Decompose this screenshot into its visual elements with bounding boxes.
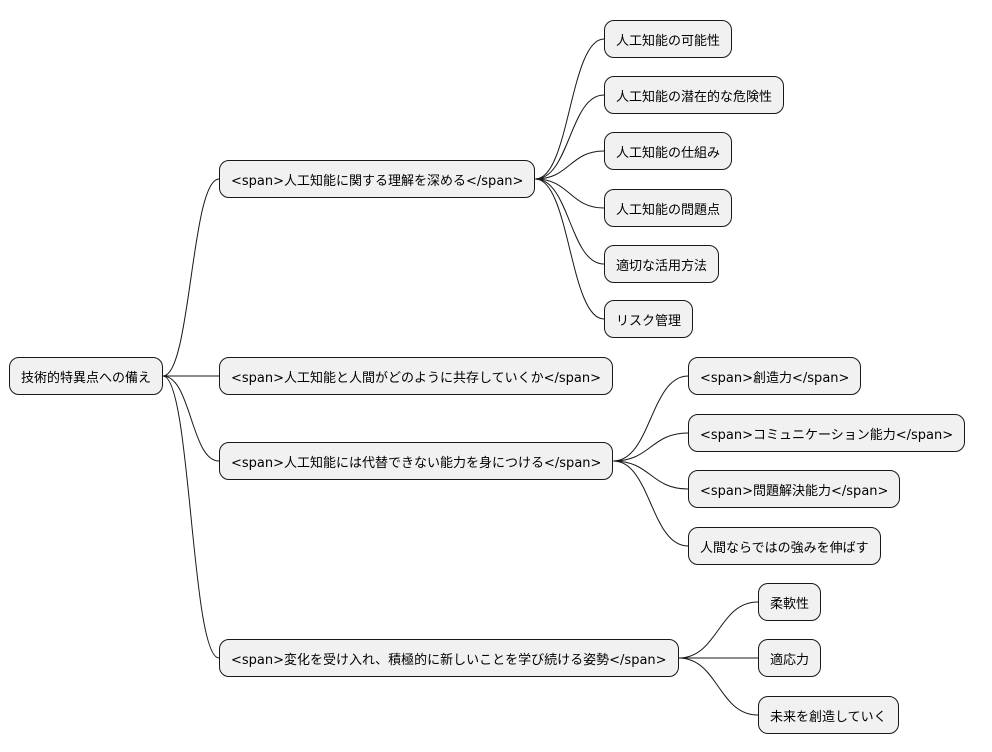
- branch-node-0: <span>人工知能に関する理解を深める</span>: [219, 160, 536, 198]
- leaf-node-2-1: <span>コミュニケーション能力</span>: [688, 414, 966, 452]
- edge-b3-c0: [678, 601, 759, 659]
- branch-node-1: <span>人工知能と人間がどのように共存していくか</span>: [219, 357, 614, 395]
- leaf-node-0-0: 人工知能の可能性: [604, 20, 733, 58]
- leaf-node-0-2: 人工知能の仕組み: [604, 132, 733, 170]
- leaf-node-3-2: 未来を創造していく: [758, 696, 899, 734]
- edge-b0-c2: [535, 150, 605, 180]
- edge-b3-c2: [678, 657, 759, 716]
- edge-b2-c0: [613, 375, 689, 462]
- leaf-node-0-3: 人工知能の問題点: [604, 189, 733, 227]
- root-node: 技術的特異点への備え: [9, 357, 164, 395]
- leaf-node-0-4: 適切な活用方法: [604, 245, 720, 283]
- edge-b0-c1: [535, 94, 605, 180]
- edges-root-level: [162, 178, 220, 659]
- edge-b2-c3: [613, 460, 689, 547]
- leaf-node-0-5: リスク管理: [604, 300, 694, 338]
- edges-branch-3: [678, 601, 759, 716]
- leaf-node-2-2: <span>問題解決能力</span>: [688, 470, 901, 508]
- edge-b0-c4: [535, 178, 605, 265]
- leaf-node-3-0: 柔軟性: [758, 583, 822, 621]
- edge-b0-c0: [535, 38, 605, 180]
- edge-b0-c3: [535, 178, 605, 209]
- edge-root-to-b3: [162, 375, 220, 659]
- edge-root-to-b2: [162, 375, 220, 462]
- edges-branch-0: [535, 38, 605, 320]
- edge-b0-c5: [535, 178, 605, 320]
- edge-b2-c2: [613, 460, 689, 490]
- edges-branch-2: [613, 375, 689, 547]
- branch-node-3: <span>変化を受け入れ、積極的に新しいことを学び続ける姿勢</span>: [219, 639, 679, 677]
- leaf-node-0-1: 人工知能の潜在的な危険性: [604, 76, 785, 114]
- branch-node-2: <span>人工知能には代替できない能力を身につける</span>: [219, 442, 614, 480]
- edge-root-to-b0: [162, 178, 220, 377]
- leaf-node-2-0: <span>創造力</span>: [688, 357, 862, 395]
- leaf-node-3-1: 適応力: [758, 639, 822, 677]
- leaf-node-2-3: 人間ならではの強みを伸ばす: [688, 527, 881, 565]
- edge-b2-c1: [613, 432, 689, 462]
